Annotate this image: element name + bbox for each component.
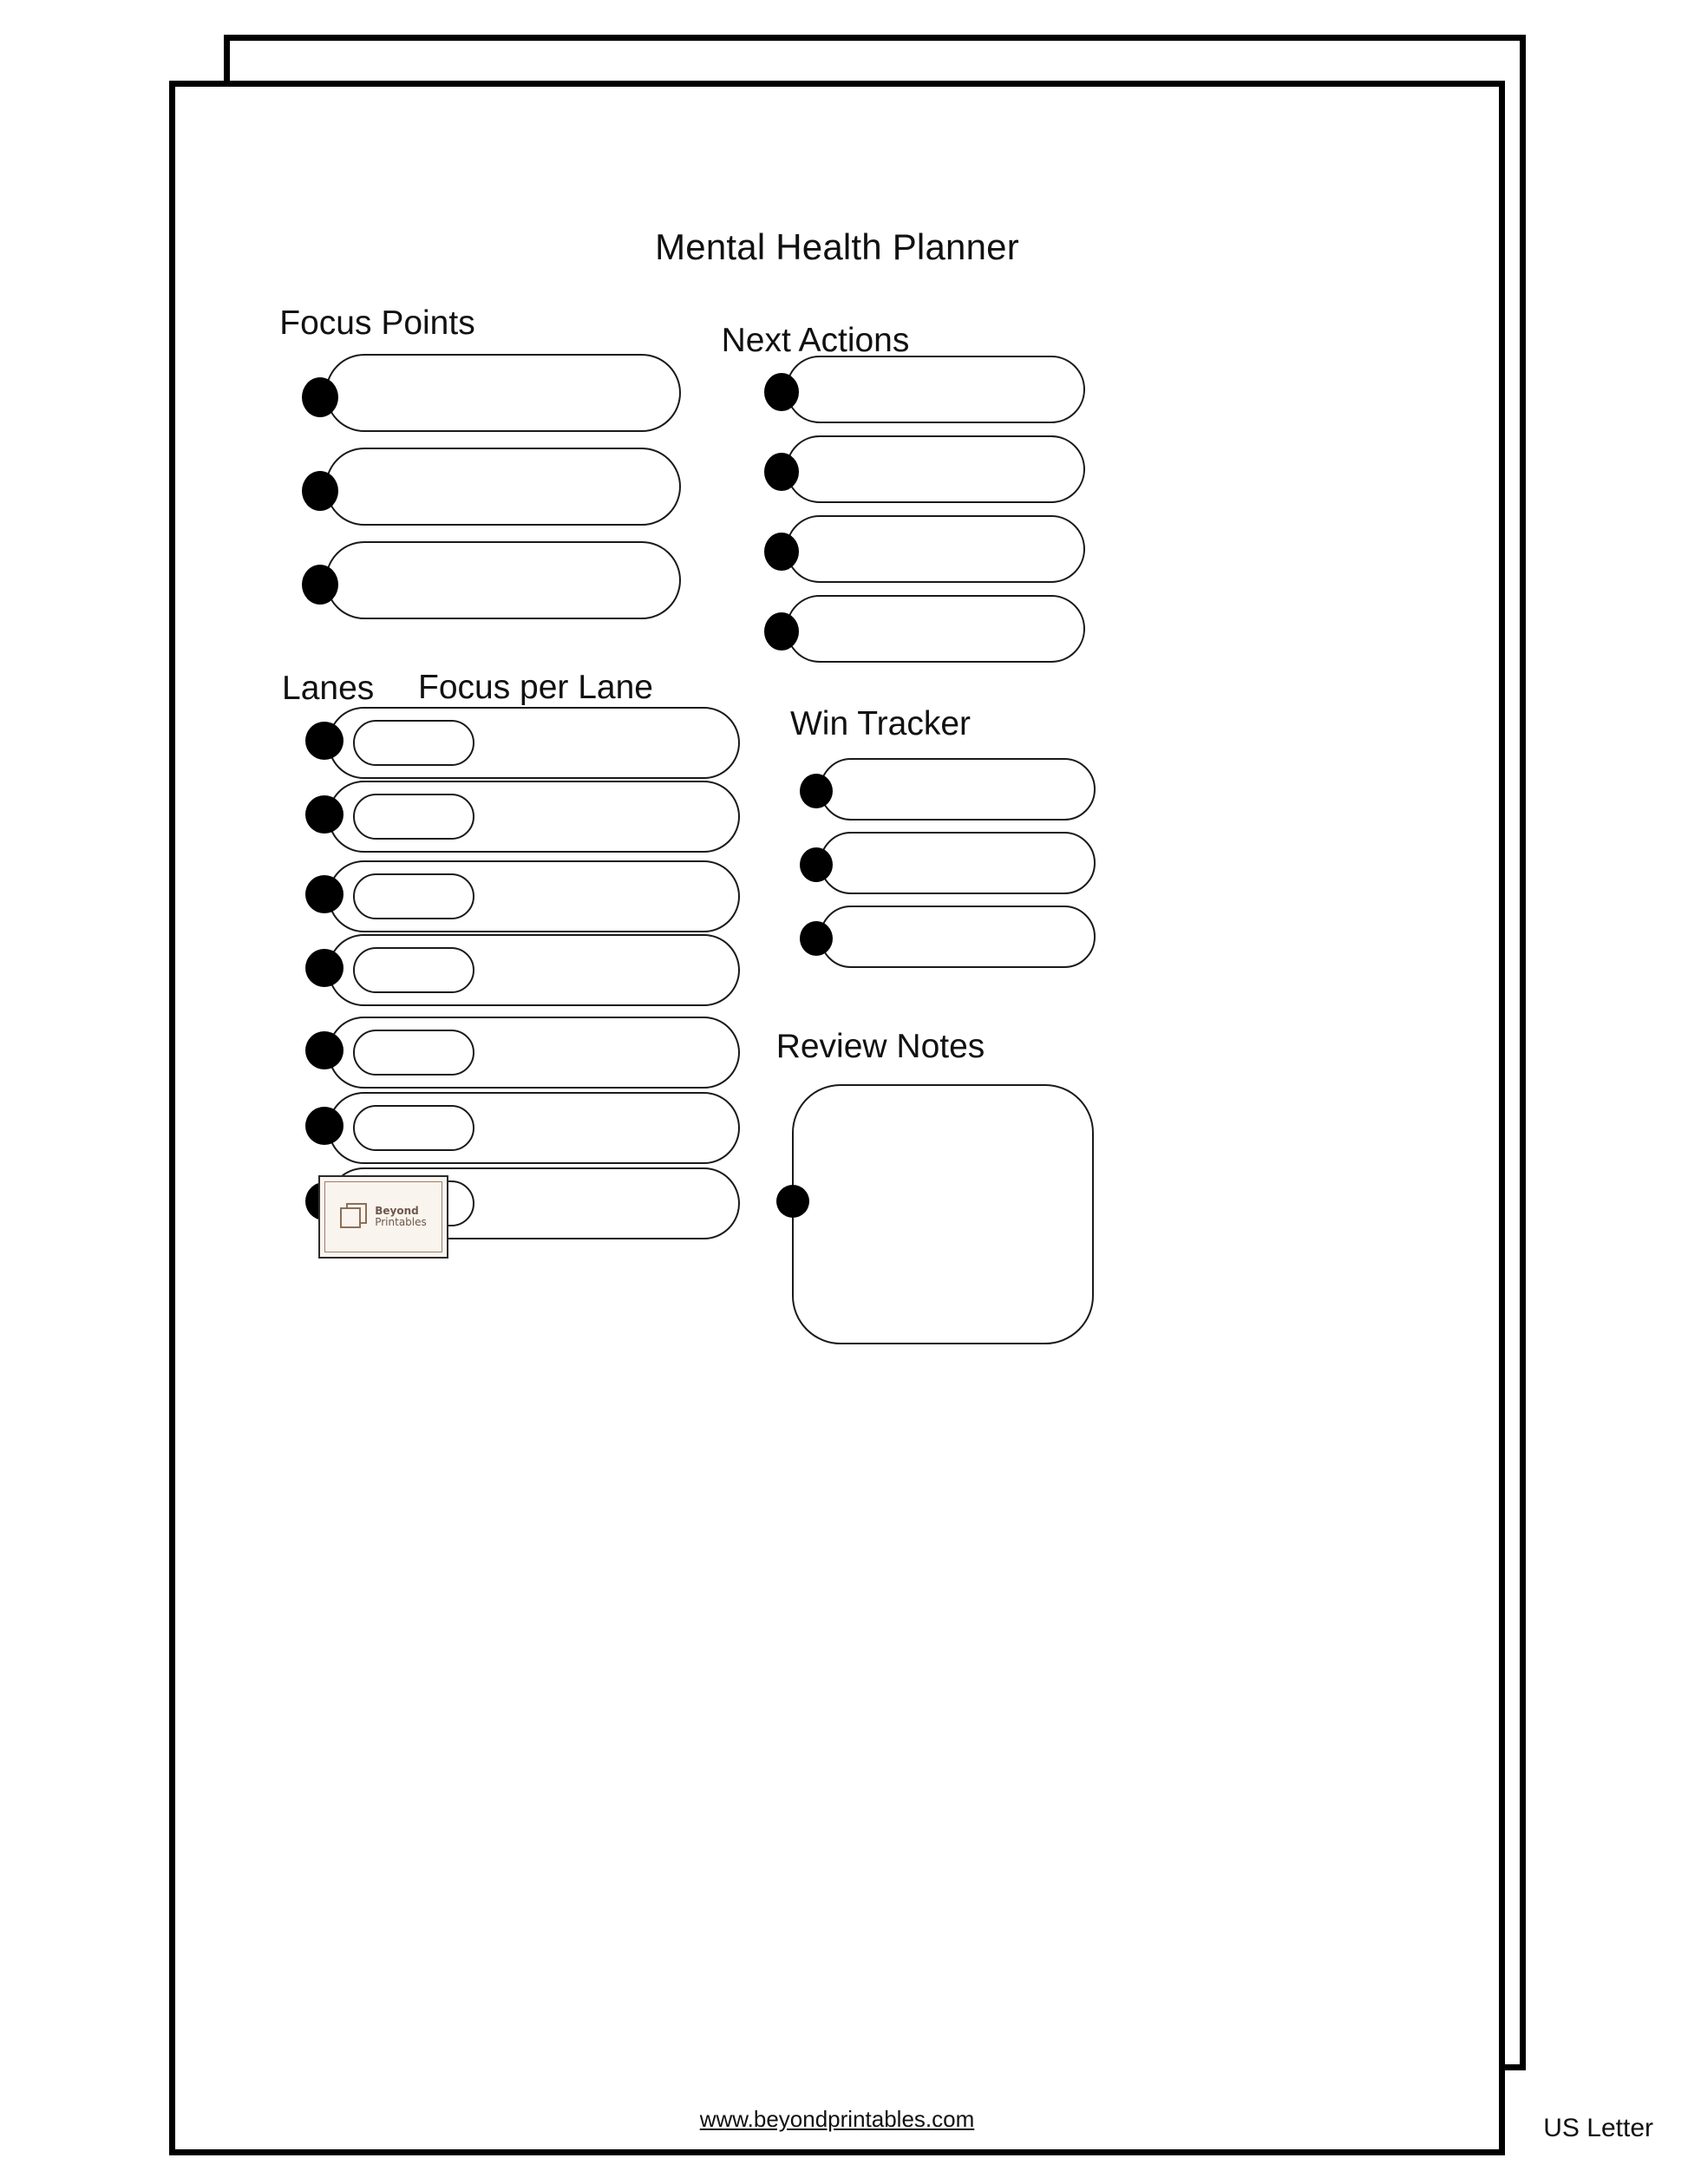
bullet-dot-icon [776,1185,809,1218]
lane-name-field[interactable] [353,794,474,840]
bullet-dot-icon [764,373,799,411]
stacked-pages-icon [340,1203,370,1231]
website-url-link[interactable]: www.beyondprintables.com [699,2106,975,2132]
bullet-dot-icon [302,471,338,511]
win-tracker-row[interactable] [820,832,1096,894]
section-heading-next-actions: Next Actions [721,322,910,359]
review-notes-field[interactable] [792,1084,1094,1344]
win-tracker-row[interactable] [820,906,1096,968]
lane-name-field[interactable] [353,1030,474,1076]
bullet-dot-icon [305,1107,343,1145]
bullet-dot-icon [305,722,343,760]
paper-size-label: US Letter [1543,2114,1653,2142]
brand-logo-badge: Beyond Printables [318,1175,448,1259]
next-actions-row[interactable] [786,435,1085,503]
brand-name-line1: Beyond [375,1204,419,1217]
planner-content-area: Mental Health Planner Focus Points Next … [169,81,1505,2155]
bullet-dot-icon [305,1031,343,1069]
next-actions-row[interactable] [786,595,1085,663]
section-heading-focus-points: Focus Points [279,304,475,342]
brand-logo-row: Beyond Printables [320,1203,447,1231]
lane-name-field[interactable] [353,873,474,919]
bullet-dot-icon [305,949,343,987]
bullet-dot-icon [764,612,799,651]
focus-points-row[interactable] [325,448,681,526]
bullet-dot-icon [305,875,343,913]
brand-name-line2: Printables [375,1216,427,1228]
bullet-dot-icon [800,847,833,882]
bullet-dot-icon [764,533,799,571]
focus-points-row[interactable] [325,541,681,619]
lane-name-field[interactable] [353,1105,474,1151]
bullet-dot-icon [800,921,833,956]
next-actions-row[interactable] [786,356,1085,423]
section-heading-focus-per-lane: Focus per Lane [418,669,654,706]
section-heading-review-notes: Review Notes [775,1028,985,1065]
section-heading-lanes: Lanes [282,670,375,707]
lane-name-field[interactable] [353,720,474,766]
page-title: Mental Health Planner [655,226,1019,267]
bullet-dot-icon [764,453,799,491]
focus-points-row[interactable] [325,354,681,432]
bullet-dot-icon [302,377,338,417]
bullet-dot-icon [302,565,338,605]
brand-badge-inner-border [324,1181,442,1252]
section-heading-win-tracker: Win Tracker [789,705,972,742]
bullet-dot-icon [305,795,343,834]
bullet-dot-icon [800,774,833,808]
win-tracker-row[interactable] [820,758,1096,821]
next-actions-row[interactable] [786,515,1085,583]
brand-name: Beyond Printables [375,1204,427,1229]
lane-name-field[interactable] [353,947,474,993]
